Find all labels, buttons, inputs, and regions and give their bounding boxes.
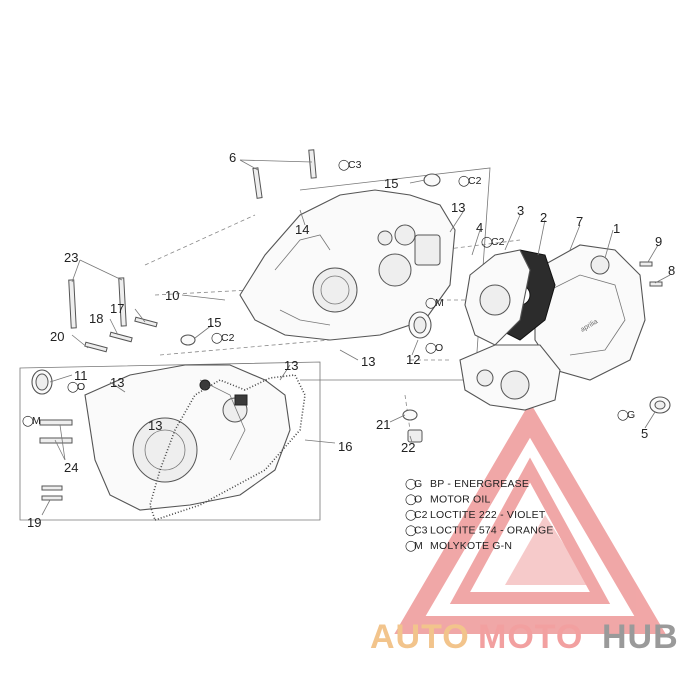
callout-13d: 13: [110, 375, 124, 390]
callout-9: 9: [655, 234, 662, 249]
svg-text:◯: ◯: [617, 409, 629, 421]
marker-c2-4: ◯ C2: [481, 236, 505, 248]
legend-drop-icon: ◯: [405, 494, 417, 506]
callout-1: 1: [613, 221, 620, 236]
legend-code: M: [414, 540, 423, 552]
callout-24: 24: [64, 460, 78, 475]
marker-c2-15mid: ◯ C2: [211, 332, 235, 344]
callout-18: 18: [89, 311, 103, 326]
svg-text:◯: ◯: [338, 159, 350, 171]
svg-text:◯: ◯: [481, 236, 493, 248]
legend-text: BP - ENERGREASE: [430, 478, 529, 490]
svg-text:C3: C3: [348, 159, 362, 171]
svg-text:C2: C2: [468, 175, 482, 187]
callout-6: 6: [229, 150, 236, 165]
marker-m-12: ◯ M: [425, 297, 444, 309]
watermark-moto: MOTO: [478, 618, 583, 656]
watermark-hub: HUB: [602, 618, 679, 656]
legend-code: C3: [414, 525, 428, 537]
legend-text: LOCTITE 222 - VIOLET: [430, 509, 546, 521]
callout-10: 10: [165, 288, 179, 303]
legend-code: O: [414, 494, 422, 506]
svg-text:C2: C2: [221, 332, 235, 344]
callout-3: 3: [517, 203, 524, 218]
bolts-group: [39, 149, 663, 501]
watermark-text: AUTO MOTO HUB: [370, 618, 679, 656]
marker-c3-top: ◯ C3: [338, 159, 362, 171]
plate-3: [464, 249, 531, 346]
svg-text:◯: ◯: [67, 381, 79, 393]
callout-16: 16: [338, 439, 352, 454]
watermark-auto: AUTO: [370, 618, 470, 656]
callout-13b: 13: [284, 358, 298, 373]
callout-13c: 13: [361, 354, 375, 369]
callout-14: 14: [295, 222, 309, 237]
svg-text:C2: C2: [491, 236, 505, 248]
svg-text:M: M: [32, 415, 41, 427]
gasket-16: [149, 374, 306, 522]
marker-m-left: ◯ M: [22, 415, 41, 427]
callout-13a: 13: [451, 200, 465, 215]
svg-text:G: G: [627, 409, 635, 421]
callout-11: 11: [74, 368, 88, 383]
callout-8: 8: [668, 263, 675, 278]
left-crankcase: [84, 364, 291, 511]
legend-text: MOLYKOTE G-N: [430, 540, 512, 552]
callout-2: 2: [540, 210, 547, 225]
legend-code: G: [414, 478, 422, 490]
svg-text:◯: ◯: [458, 175, 470, 187]
callout-22: 22: [401, 440, 415, 455]
svg-text:◯: ◯: [425, 342, 437, 354]
legend-drop-icon: ◯: [405, 540, 417, 552]
svg-text:◯: ◯: [425, 297, 437, 309]
callout-19: 19: [27, 515, 41, 530]
marker-g-5: ◯ G: [617, 409, 635, 421]
callout-21: 21: [376, 417, 390, 432]
legend-text: LOCTITE 574 - ORANGE: [430, 525, 554, 537]
callout-4: 4: [476, 220, 483, 235]
callout-15a: 15: [384, 176, 398, 191]
callout-17: 17: [110, 301, 124, 316]
legend-drop-icon: ◯: [405, 478, 417, 490]
center-crankcase: [239, 189, 456, 341]
marker-o-11: ◯ O: [67, 381, 85, 393]
svg-text:M: M: [435, 297, 444, 309]
legend-drop-icon: ◯: [405, 525, 417, 537]
callout-5: 5: [641, 426, 648, 441]
right-cover: aprilia: [534, 244, 646, 381]
marker-o-12: ◯ O: [425, 342, 443, 354]
callout-13e: 13: [148, 418, 162, 433]
legend-code: C2: [414, 509, 428, 521]
callout-12: 12: [406, 352, 420, 367]
marker-c2-15top: ◯ C2: [458, 175, 482, 187]
callout-7: 7: [576, 214, 583, 229]
callout-20: 20: [50, 329, 64, 344]
legend-text: MOTOR OIL: [430, 494, 491, 506]
lower-right-cover: [459, 344, 561, 411]
watermark-logo: [394, 402, 666, 634]
leader-lines: [41, 159, 671, 516]
svg-text:O: O: [77, 381, 85, 393]
lubricant-markers: ◯ C3 ◯ C2 ◯ C2 ◯ C2 ◯ M ◯ O ◯ O ◯ M: [22, 159, 635, 427]
svg-text:◯: ◯: [211, 332, 223, 344]
callout-15b: 15: [207, 315, 221, 330]
rings-and-seals: [31, 173, 671, 443]
callout-23: 23: [64, 250, 78, 265]
legend-drop-icon: ◯: [405, 509, 417, 521]
assembly-guides: [19, 167, 521, 521]
svg-text:◯: ◯: [22, 415, 34, 427]
svg-text:O: O: [435, 342, 443, 354]
callouts: 1 2 3 4 5 6 7 8 9 10 11 12 13 13 13 13 1…: [27, 150, 675, 530]
